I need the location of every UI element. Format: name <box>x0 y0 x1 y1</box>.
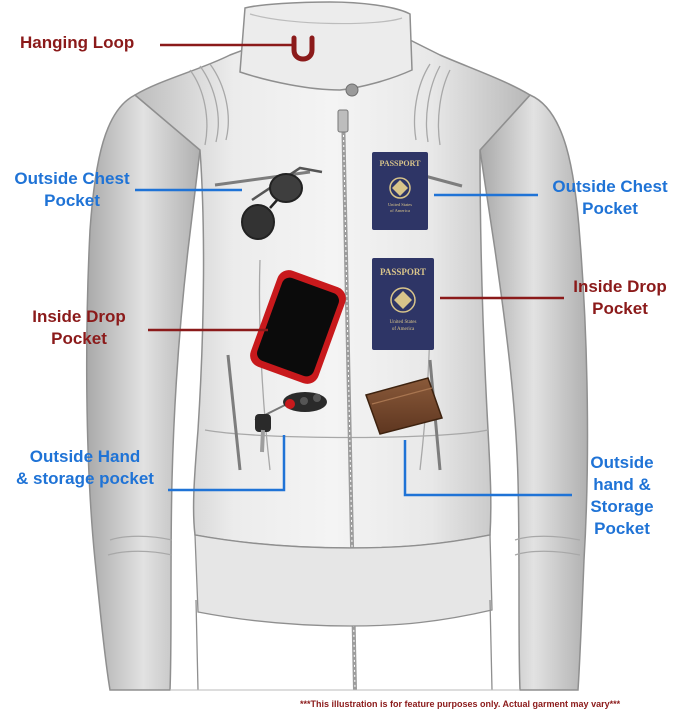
outside-hand-left-label: Outside Hand & storage pocket <box>16 447 154 488</box>
passport-lower: PASSPORT United States of America <box>372 258 434 350</box>
collar <box>239 1 413 91</box>
collar-snap <box>345 83 359 97</box>
disclaimer-text: ***This illustration is for feature purp… <box>300 699 621 709</box>
passport-lower-subtitle-1: United States <box>390 320 417 325</box>
passport-upper: PASSPORT United States of America <box>372 152 428 230</box>
passport-lower-title: PASSPORT <box>380 267 426 277</box>
outside-chest-right-label: Outside Chest Pocket <box>552 177 668 218</box>
passport-upper-subtitle-1: United States <box>388 202 412 207</box>
passport-lower-subtitle-2: of America <box>392 327 415 332</box>
passport-upper-title: PASSPORT <box>380 159 422 168</box>
phone-icon <box>250 270 346 384</box>
outside-hand-right-label: Outside hand & Storage Pocket <box>590 453 654 538</box>
right-sleeve <box>479 94 589 691</box>
sunglasses-icon <box>241 166 323 240</box>
passport-upper-subtitle-2: of America <box>390 208 410 213</box>
inside-drop-left-label: Inside Drop Pocket <box>32 307 126 348</box>
outside-hand-right-leader <box>403 440 572 497</box>
outside-hand-left-leader <box>168 435 286 492</box>
outside-chest-left-label: Outside Chest Pocket <box>14 169 130 210</box>
left-hand-pocket-zip <box>226 354 242 471</box>
wallet-icon <box>365 377 443 435</box>
car-key-fob-icon <box>254 392 327 453</box>
inside-drop-right-label: Inside Drop Pocket <box>573 277 667 318</box>
hanging-loop-label: Hanging Loop <box>20 33 135 52</box>
hanging-loop <box>291 35 315 62</box>
left-chest-pocket-zip <box>214 170 311 187</box>
zipper-pull <box>337 109 349 133</box>
left-sleeve <box>85 94 201 691</box>
